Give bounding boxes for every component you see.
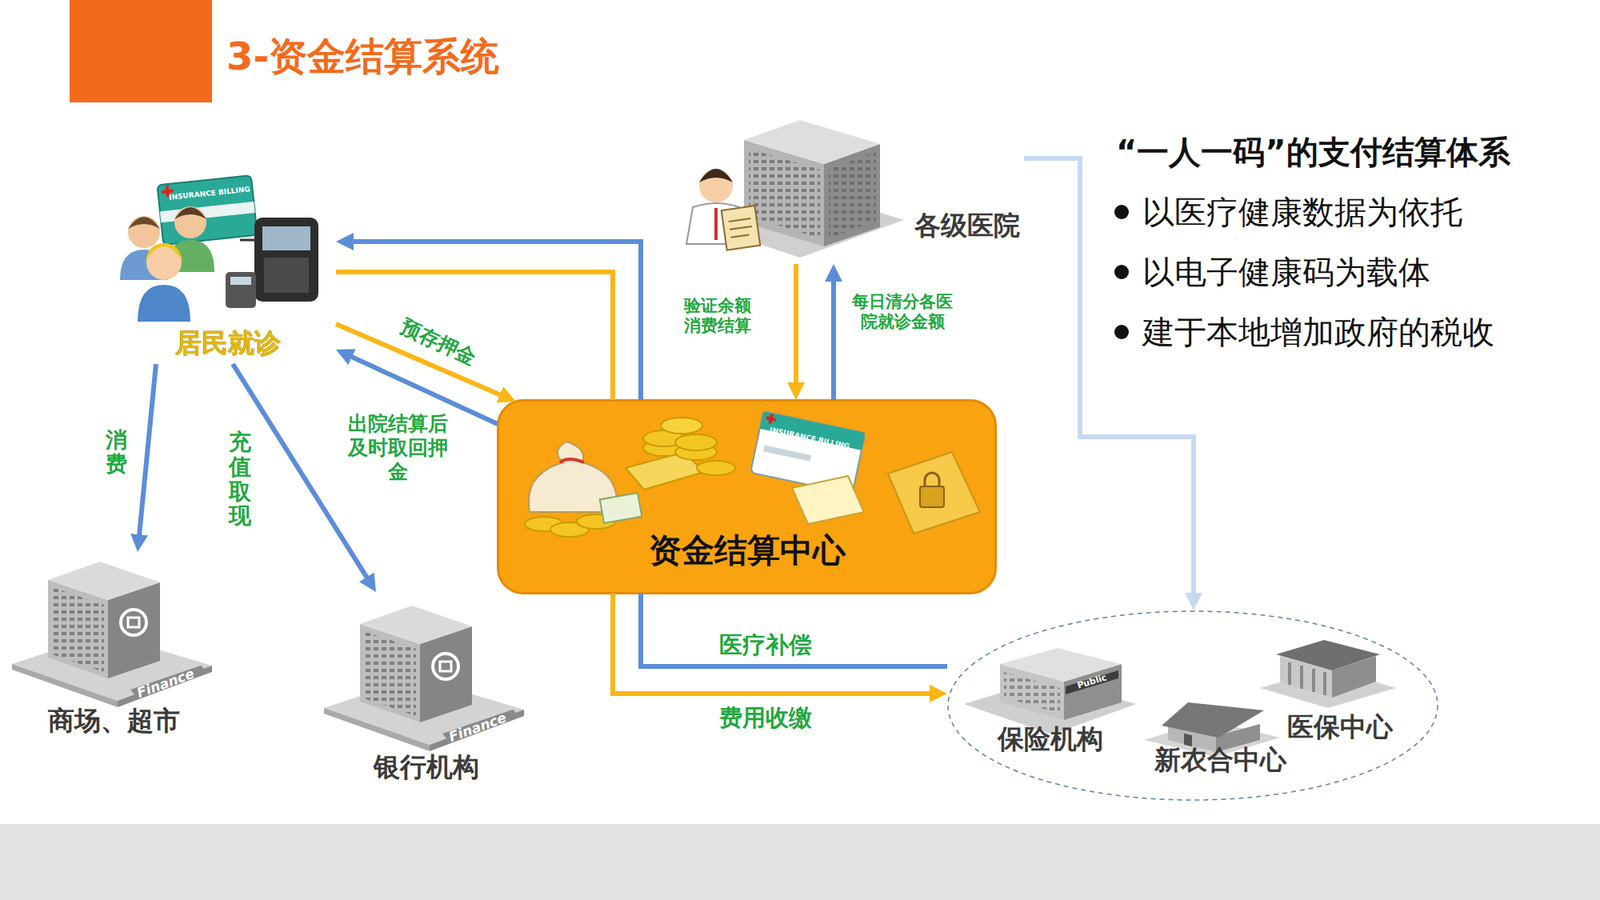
flow-label: 充值取现	[228, 430, 252, 529]
illustration-part	[225, 272, 256, 308]
illustration-part	[699, 168, 733, 203]
node-label: 各级医院	[914, 210, 1020, 241]
flow-label: 验证余额消费结算	[681, 296, 754, 336]
illustration-part	[748, 148, 820, 239]
hospital-node: 各级医院	[684, 116, 1024, 264]
bullet-dot	[1114, 204, 1129, 220]
health-insurance-building	[1260, 640, 1396, 708]
bank-building	[324, 605, 524, 752]
illustration-part	[128, 216, 160, 248]
flow-arrow	[612, 593, 938, 694]
flow-arrow	[831, 273, 836, 400]
illustration-part	[1276, 640, 1380, 671]
flow-label: 预存押金	[396, 314, 480, 370]
footer-band	[0, 824, 1600, 900]
illustration-part	[1288, 662, 1292, 685]
illustration-part	[128, 216, 160, 229]
flow-arrow	[793, 264, 799, 391]
illustration-part	[560, 459, 584, 463]
illustration-part	[828, 152, 876, 239]
mall-node: 商场、超市	[12, 552, 216, 740]
illustration-part	[675, 434, 717, 451]
title-block	[69, 0, 212, 103]
illustration-part	[920, 486, 944, 508]
illustration-part	[156, 175, 257, 245]
insurance-node: 保险机构	[964, 640, 1136, 756]
node-label: 银行机构	[373, 752, 480, 783]
illustration-part	[1300, 665, 1304, 689]
health-insurance-node: 医保中心	[1272, 628, 1408, 744]
rural-coop-node: 新农合中心	[1144, 696, 1296, 788]
illustration-part	[1004, 672, 1060, 714]
flow-label: 出院结算后及时取回押金	[345, 412, 450, 484]
bullet-text: 建于本地增加政府的税收	[1142, 312, 1495, 352]
illustration-part	[156, 175, 257, 245]
illustration-part	[230, 276, 252, 285]
institution-group: 保险机构新农合中心医保中心	[947, 610, 1439, 801]
illustration-part	[160, 201, 256, 223]
illustration-part	[714, 208, 718, 240]
illustration-part	[763, 444, 812, 461]
illustration-part	[145, 243, 183, 261]
flow-label: 医疗补偿	[719, 631, 812, 660]
money-icons	[524, 411, 980, 537]
illustration-part	[262, 226, 311, 251]
node-label: 商场、超市	[48, 705, 180, 736]
bank-node: 银行机构	[324, 592, 528, 784]
bullet-text: 以医疗健康数据为依托	[1142, 192, 1463, 232]
flow-arrow	[138, 364, 156, 543]
illustration-part	[731, 235, 750, 238]
center-box-fill	[497, 400, 996, 594]
flow-arrow	[336, 272, 613, 400]
node-label: 居民就诊	[175, 328, 281, 359]
flow-arrow	[232, 364, 372, 584]
illustration-part	[254, 217, 319, 302]
mall-building	[12, 561, 212, 708]
illustration-part	[1065, 670, 1119, 695]
node-label: 新农合中心	[1154, 744, 1287, 776]
illustration-part	[240, 239, 256, 242]
illustration-part	[660, 417, 703, 434]
hospital-icon	[686, 120, 904, 258]
page-title: 3-资金结算系统	[226, 33, 500, 80]
bullet-dot	[1114, 264, 1129, 280]
illustration-part	[174, 207, 207, 220]
flow-label: 每日清分各医院就诊金额	[849, 292, 956, 332]
illustration-part	[721, 205, 761, 250]
illustration-part	[792, 476, 864, 524]
insurance-building	[964, 648, 1136, 735]
illustration-part	[1161, 702, 1264, 738]
illustration-part	[728, 218, 752, 222]
bullet-dot	[1114, 324, 1129, 340]
dashed-ellipse-outline	[948, 611, 1438, 800]
flow-label: 消费	[105, 428, 128, 476]
node-label: 保险机构	[997, 724, 1104, 755]
illustration-part	[768, 413, 773, 424]
illustration-part	[699, 168, 733, 183]
illustration-part	[1323, 672, 1327, 696]
bullet-text: 以电子健康码为载体	[1142, 252, 1431, 292]
illustration-part	[264, 257, 309, 293]
illustration-part	[888, 452, 980, 534]
illustration-part	[600, 492, 642, 524]
flow-label: 费用收缴	[719, 704, 812, 732]
side-heading: “一人一码”的支付结算体系	[1116, 132, 1511, 172]
illustration-part	[137, 284, 191, 322]
residents-icon	[120, 175, 319, 322]
illustration-part	[729, 226, 752, 230]
illustration-part	[1312, 668, 1316, 692]
illustration-part	[924, 472, 940, 487]
illustration-part	[174, 206, 207, 239]
flow-arrow	[640, 593, 948, 667]
illustration-part	[696, 460, 736, 476]
node-label: 医保中心	[1287, 712, 1393, 743]
illustration-part	[721, 205, 761, 250]
resident-node: 居民就诊	[120, 172, 336, 364]
node-label: 资金结算中心	[648, 532, 846, 570]
settlement-center: 资金结算中心	[497, 400, 996, 594]
